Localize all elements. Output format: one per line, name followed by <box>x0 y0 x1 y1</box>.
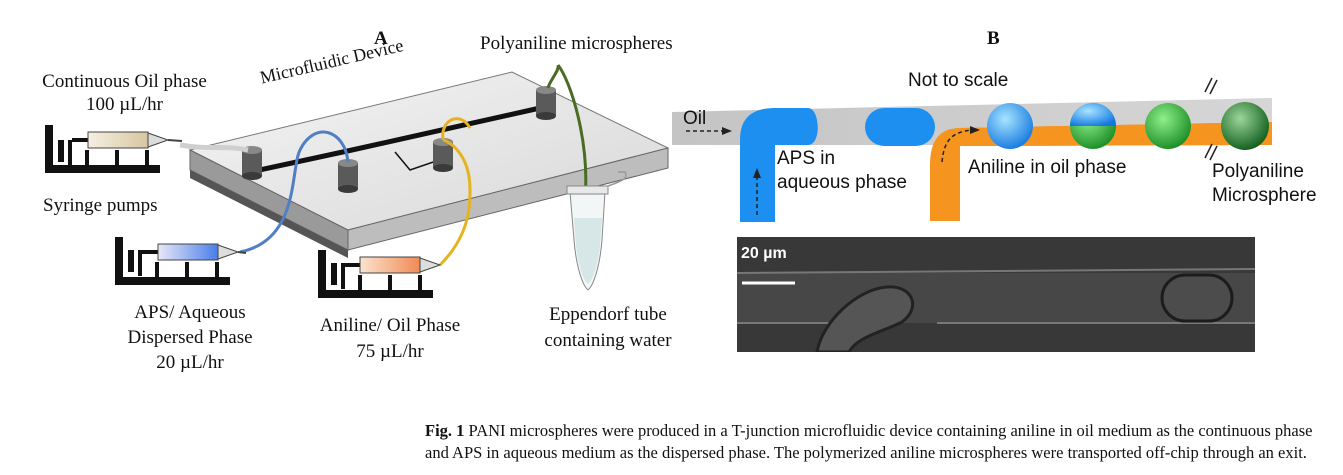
aps-phase-label-line1: APS in <box>777 148 836 169</box>
scale-note: Not to scale <box>908 70 1009 91</box>
aps-pump-label-line1: APS/ Aqueous <box>134 302 246 323</box>
tubing-oil <box>179 142 249 153</box>
aps-phase-label: APS in aqueous phase <box>777 147 907 195</box>
microsphere-label-line2: Microsphere <box>1212 185 1317 206</box>
inlet-port-aps <box>338 159 358 193</box>
aps-pump-label-line2: Dispersed Phase <box>127 327 253 348</box>
tubing-outlet <box>556 64 588 201</box>
syringe-pump-aniline <box>318 250 442 298</box>
tubing-aps <box>239 130 350 254</box>
aniline-flow-arrow <box>941 129 973 163</box>
tube-label-line2: containing water <box>544 330 672 351</box>
micrograph-image <box>737 237 1255 352</box>
oil-pump-label-line1: Continuous Oil phase <box>42 71 207 92</box>
inlet-port-aniline <box>433 138 453 172</box>
aniline-phase-label: Aniline in oil phase <box>968 157 1127 178</box>
oil-pump-label-line2: 100 µL/hr <box>86 94 163 115</box>
aps-pump-label: APS/ Aqueous Dispersed Phase 20 µL/hr <box>90 300 290 375</box>
aniline-pump-label-line1: Aniline/ Oil Phase <box>319 315 461 336</box>
panel-b-label: B <box>987 28 1000 49</box>
aqueous-droplet <box>865 108 935 146</box>
eppendorf-tube <box>566 171 627 291</box>
droplet-mixed <box>1070 103 1116 149</box>
microsphere-label: Polyaniline Microsphere <box>1212 160 1317 208</box>
oil-pump-label: Continuous Oil phase 100 µL/hr <box>22 71 227 116</box>
outlet-port <box>536 86 556 120</box>
panel-a-label: A <box>374 28 388 49</box>
syringe-pump-oil <box>45 125 183 173</box>
aniline-pump-label-line2: 75 µL/hr <box>356 341 424 362</box>
tubing-aniline <box>438 117 472 267</box>
aps-phase-label-line2: aqueous phase <box>777 172 907 193</box>
figure-label: Fig. 1 <box>425 421 465 440</box>
tube-label: Eppendorf tube containing water <box>518 302 698 354</box>
syringe-pump-aps <box>115 237 247 285</box>
tube-label-line1: Eppendorf tube <box>549 304 667 325</box>
microsphere-label-line1: Polyaniline <box>1212 161 1304 182</box>
droplet-blue <box>987 103 1033 149</box>
oil-label: Oil <box>683 108 707 129</box>
micrograph: 20 µm <box>737 237 1255 352</box>
caption-text: PANI microspheres were produced in a T-j… <box>425 421 1313 462</box>
figure-caption: Fig. 1 PANI microspheres were produced i… <box>425 420 1335 464</box>
aqueous-phase-stream <box>740 108 818 222</box>
droplet-green <box>1145 103 1191 149</box>
polyaniline-microsphere <box>1221 102 1269 150</box>
product-label: Polyaniline microspheres <box>480 33 673 54</box>
aps-pump-label-line3: 20 µL/hr <box>156 352 224 373</box>
scale-bar-label: 20 µm <box>741 245 787 262</box>
syringe-pumps-label: Syringe pumps <box>43 195 158 216</box>
aniline-pump-label: Aniline/ Oil Phase 75 µL/hr <box>290 313 490 365</box>
